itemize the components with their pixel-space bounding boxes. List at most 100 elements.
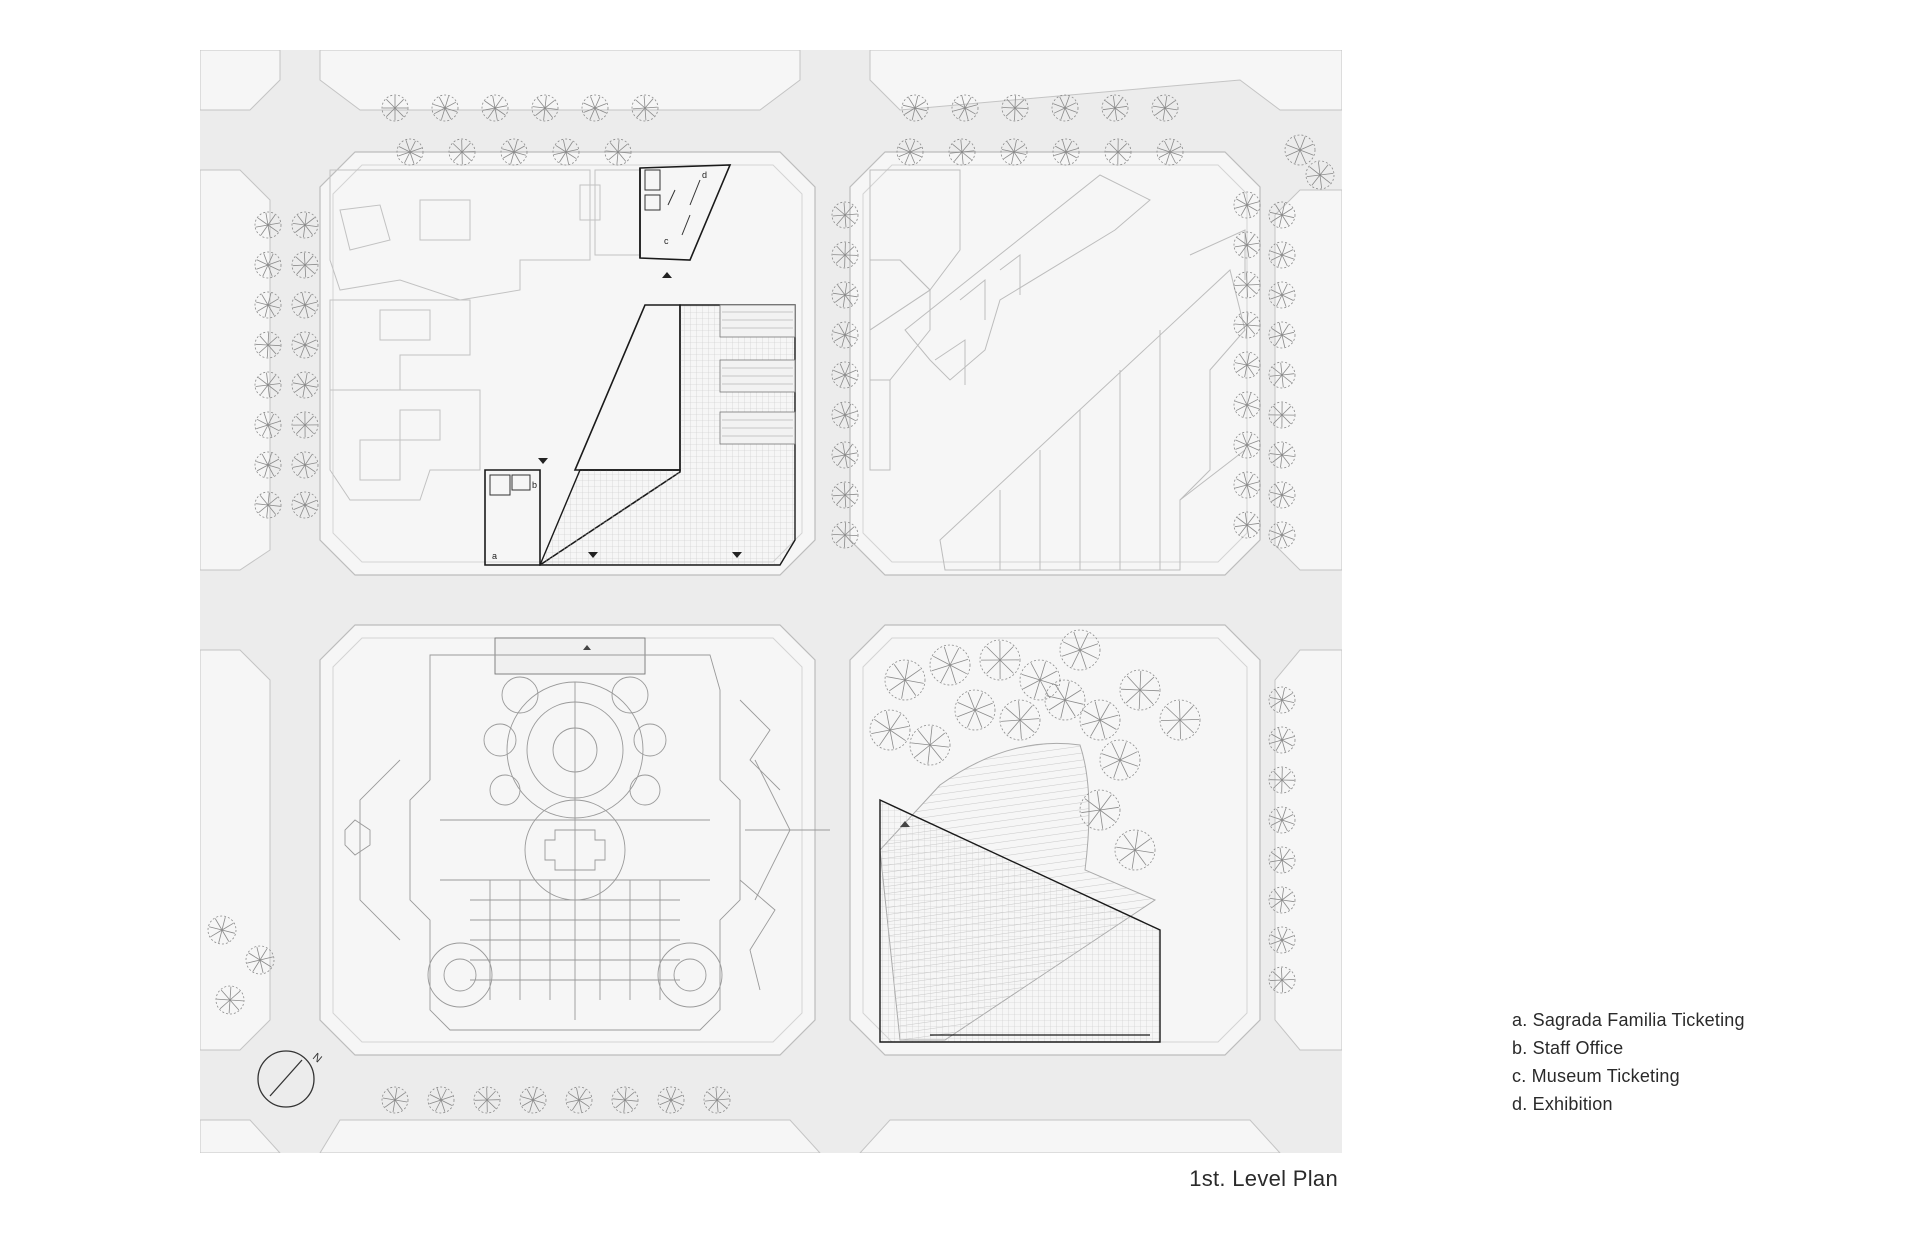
map-area — [200, 50, 1342, 1153]
tree-symbol — [909, 724, 951, 766]
tree-symbol — [831, 281, 859, 309]
tree-symbol — [381, 94, 409, 122]
tree-symbol — [381, 1086, 409, 1114]
tree-symbol — [291, 331, 319, 359]
tree-symbol — [1001, 94, 1029, 122]
tree-symbol — [500, 138, 528, 166]
tree-symbol — [1114, 829, 1156, 871]
tree-symbol — [581, 94, 609, 122]
tree-symbol — [951, 94, 979, 122]
block-bottom-left — [319, 624, 816, 1056]
tree-symbol — [884, 659, 926, 701]
tree-symbol — [1000, 138, 1028, 166]
tree-symbol — [1159, 699, 1201, 741]
cathedral — [344, 637, 830, 1031]
legend: a. Sagrada Familia Ticketing b. Staff Of… — [1512, 1006, 1745, 1118]
room-label-a: a — [492, 551, 498, 561]
tree-symbol — [207, 915, 237, 945]
tree-symbol — [291, 451, 319, 479]
tree-symbol — [1268, 201, 1296, 229]
tree-symbol — [1268, 806, 1296, 834]
tree-symbol — [1233, 231, 1261, 259]
tree-symbol — [657, 1086, 685, 1114]
tree-symbol — [565, 1086, 593, 1114]
tree-symbol — [1268, 726, 1296, 754]
tree-symbol — [254, 211, 282, 239]
bottom-right-grid-building — [879, 798, 1161, 1043]
legend-item: d. Exhibition — [1512, 1094, 1613, 1114]
tree-symbol — [831, 321, 859, 349]
tree-symbol — [869, 709, 911, 751]
tree-symbol — [831, 361, 859, 389]
tree-symbol — [245, 945, 275, 975]
tree-symbol — [1119, 669, 1161, 711]
room-label-b: b — [532, 480, 538, 490]
tree-symbol — [291, 291, 319, 319]
tree-symbol — [631, 94, 659, 122]
tree-symbol — [254, 491, 282, 519]
room-label-d: d — [702, 170, 708, 180]
tree-symbol — [1079, 699, 1121, 741]
tree-symbol — [291, 371, 319, 399]
tree-symbol — [929, 644, 971, 686]
tree-symbol — [1268, 321, 1296, 349]
tree-symbol — [896, 138, 924, 166]
block-top-right — [849, 151, 1261, 576]
tree-symbol — [831, 521, 859, 549]
tree-symbol — [1268, 481, 1296, 509]
tree-symbol — [1052, 138, 1080, 166]
tree-symbol — [1079, 789, 1121, 831]
tree-symbol — [254, 331, 282, 359]
tree-symbol — [1233, 191, 1261, 219]
tree-symbol — [1101, 94, 1129, 122]
tree-symbol — [431, 94, 459, 122]
tree-symbol — [703, 1086, 731, 1114]
tree-symbol — [254, 291, 282, 319]
tree-symbol — [831, 201, 859, 229]
tree-symbol — [396, 138, 424, 166]
tree-symbol — [611, 1086, 639, 1114]
tree-symbol — [1019, 659, 1061, 701]
tree-symbol — [901, 94, 929, 122]
tree-symbol — [1305, 160, 1335, 190]
legend-item: c. Museum Ticketing — [1512, 1066, 1680, 1086]
tree-symbol — [1059, 629, 1101, 671]
tree-symbol — [1268, 281, 1296, 309]
tree-symbol — [1268, 401, 1296, 429]
tree-symbol — [948, 138, 976, 166]
tree-symbol — [1044, 679, 1086, 721]
tree-symbol — [1268, 966, 1296, 994]
tree-symbol — [1268, 361, 1296, 389]
tree-symbol — [481, 94, 509, 122]
plan-title: 1st. Level Plan — [1189, 1166, 1338, 1191]
tree-symbol — [1233, 391, 1261, 419]
tree-symbol — [1268, 926, 1296, 954]
tree-symbol — [473, 1086, 501, 1114]
tree-symbol — [1233, 471, 1261, 499]
tree-symbol — [831, 441, 859, 469]
tree-symbol — [291, 411, 319, 439]
tree-symbol — [1156, 138, 1184, 166]
tree-symbol — [831, 401, 859, 429]
tree-symbol — [1104, 138, 1132, 166]
legend-item: b. Staff Office — [1512, 1038, 1624, 1058]
tree-symbol — [1268, 686, 1296, 714]
tree-symbol — [291, 251, 319, 279]
tree-symbol — [1268, 766, 1296, 794]
tree-symbol — [1233, 311, 1261, 339]
tree-symbol — [291, 491, 319, 519]
tree-symbol — [552, 138, 580, 166]
tree-symbol — [1268, 441, 1296, 469]
tree-symbol — [448, 138, 476, 166]
tree-symbol — [604, 138, 632, 166]
tree-symbol — [1151, 94, 1179, 122]
tree-symbol — [1268, 886, 1296, 914]
tree-symbol — [254, 371, 282, 399]
tree-symbol — [1233, 351, 1261, 379]
tree-symbol — [954, 689, 996, 731]
tree-symbol — [519, 1086, 547, 1114]
tree-symbol — [1268, 241, 1296, 269]
tree-symbol — [531, 94, 559, 122]
tree-symbol — [979, 639, 1021, 681]
